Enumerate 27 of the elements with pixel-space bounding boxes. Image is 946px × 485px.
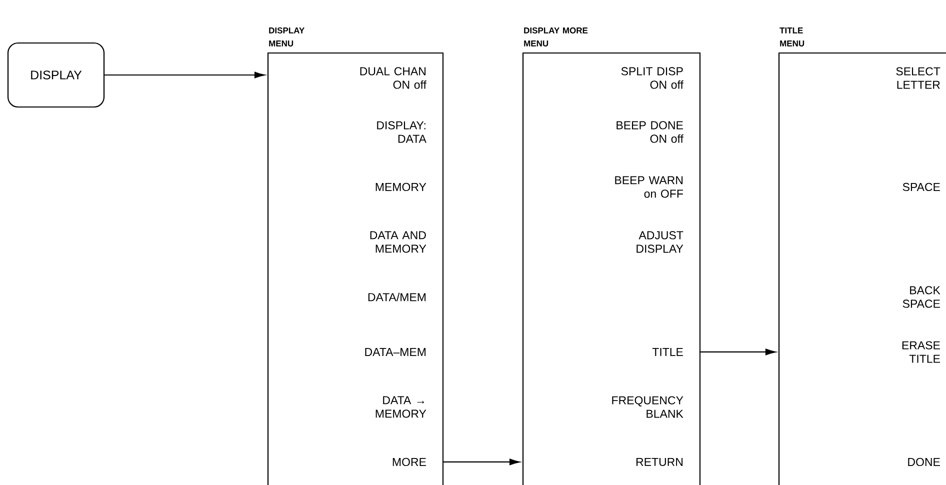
softkey-label: DISPLAY: DATA: [377, 121, 426, 143]
softkey-label: TITLE: [652, 348, 683, 356]
softkey-label: ERASE TITLE: [902, 341, 940, 363]
softkey-label: MORE: [392, 458, 426, 466]
softkey-label: SPACE: [902, 182, 940, 192]
arrow: [443, 458, 520, 466]
softkey-label: ADJUST DISPLAY: [636, 231, 684, 253]
softkey-label: FREQUENCY BLANK: [612, 396, 684, 418]
arrow: [700, 348, 776, 356]
menu-heading: DISPLAY MORE MENU: [524, 27, 588, 46]
softkey-label: BEEP WARN on OFF: [615, 176, 683, 198]
key-button: DISPLAY: [7, 42, 105, 108]
softkey-label: DATA → MEMORY: [376, 396, 426, 418]
softkey-label: DATA AND MEMORY: [370, 231, 426, 253]
softkey-label: SPLIT DISP ON off: [621, 67, 684, 89]
softkey-label: SELECT LETTER: [896, 67, 940, 89]
softkey-label: MEMORY: [376, 182, 426, 192]
softkey-label: BEEP DONE ON off: [616, 121, 684, 143]
softkey-label: DATA/MEM: [368, 292, 426, 302]
arrow: [104, 72, 265, 78]
softkey-label: DONE: [908, 458, 940, 466]
menu-heading: DISPLAY MENU: [269, 27, 304, 46]
softkey-label: RETURN: [636, 458, 682, 466]
menu-heading: TITLE MENU: [780, 28, 804, 46]
softkey-label: DATA–MEM: [365, 348, 426, 356]
softkey-label: BACK SPACE: [902, 286, 940, 308]
softkey-label: DUAL CHAN ON off: [360, 67, 426, 89]
